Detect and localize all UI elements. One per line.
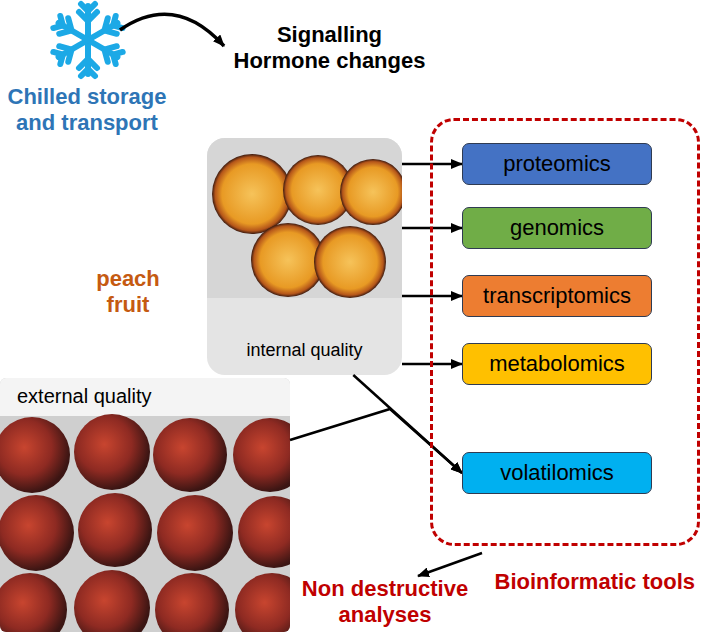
result-arrow (418, 553, 482, 576)
omics-label: volatilomics (500, 460, 614, 486)
snowflake-icon (52, 4, 123, 76)
flow-arrow (290, 409, 462, 473)
omics-box: proteomics (462, 143, 652, 185)
analysis-group: Bioinformatic toolsproteomicsgenomicstra… (430, 118, 700, 546)
omics-box: volatilomics (462, 452, 652, 494)
omics-box: transcriptomics (462, 275, 652, 317)
peach-fruits-photo (0, 378, 290, 632)
peach-slices-photo (207, 138, 402, 375)
photo-panel: external quality (0, 378, 290, 632)
photo-caption: external quality (14, 385, 155, 408)
omics-label: transcriptomics (483, 283, 631, 309)
omics-label: genomics (510, 215, 604, 241)
group-heading: Bioinformatic tools (495, 569, 695, 595)
free-label: Signalling Hormone changes (232, 22, 427, 75)
omics-box: metabolomics (462, 343, 652, 385)
free-label: peach fruit (86, 266, 170, 319)
curved-arrow (120, 14, 224, 46)
omics-label: metabolomics (489, 351, 625, 377)
photo-caption: internal quality (207, 340, 402, 361)
photo-panel: internal quality (207, 138, 402, 375)
free-label: Non destructive analyses (288, 576, 482, 629)
omics-label: proteomics (503, 151, 611, 177)
free-label: Chilled storage and transport (2, 84, 172, 137)
omics-box: genomics (462, 207, 652, 249)
